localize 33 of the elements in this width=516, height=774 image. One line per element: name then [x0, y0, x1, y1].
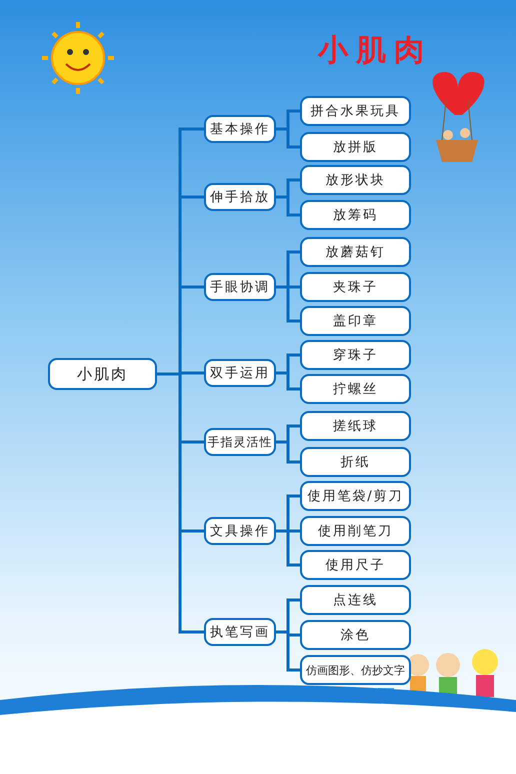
item-box: 夹珠子 — [300, 272, 411, 302]
item-box: 使用削笔刀 — [300, 516, 411, 546]
item-box: 拼合水果玩具 — [300, 96, 411, 126]
item-box: 放蘑菇钉 — [300, 237, 411, 267]
item-box: 使用尺子 — [300, 550, 411, 580]
item-box: 仿画图形、仿抄文字 — [300, 655, 411, 685]
item-box: 穿珠子 — [300, 340, 411, 370]
connector-line — [157, 372, 204, 634]
category-box: 基本操作 — [204, 115, 276, 143]
root-box: 小肌肉 — [48, 358, 157, 390]
connector-line — [276, 128, 300, 148]
connector-line — [276, 286, 300, 322]
item-box: 点连线 — [300, 585, 411, 615]
item-box: 拧螺丝 — [300, 374, 411, 404]
poster-title: 小肌肉 — [316, 32, 433, 70]
item-box: 搓纸球 — [300, 411, 411, 441]
category-box: 双手运用 — [204, 359, 276, 387]
connector-line — [276, 196, 300, 216]
connector-line — [276, 440, 300, 464]
item-box: 涂色 — [300, 620, 411, 650]
item-box: 放拼版 — [300, 132, 411, 162]
category-box: 手指灵活性 — [204, 428, 276, 456]
item-box: 折纸 — [300, 447, 411, 477]
item-box: 放形状块 — [300, 165, 411, 195]
connector-line — [276, 530, 300, 566]
item-box: 使用笔袋/剪刀 — [300, 481, 411, 511]
connector-line — [276, 372, 300, 390]
item-box: 放筹码 — [300, 200, 411, 230]
category-box: 伸手拾放 — [204, 183, 276, 211]
category-box: 执笔写画 — [204, 618, 276, 646]
category-box: 手眼协调 — [204, 273, 276, 301]
item-box: 盖印章 — [300, 306, 411, 336]
category-box: 文具操作 — [204, 517, 276, 545]
